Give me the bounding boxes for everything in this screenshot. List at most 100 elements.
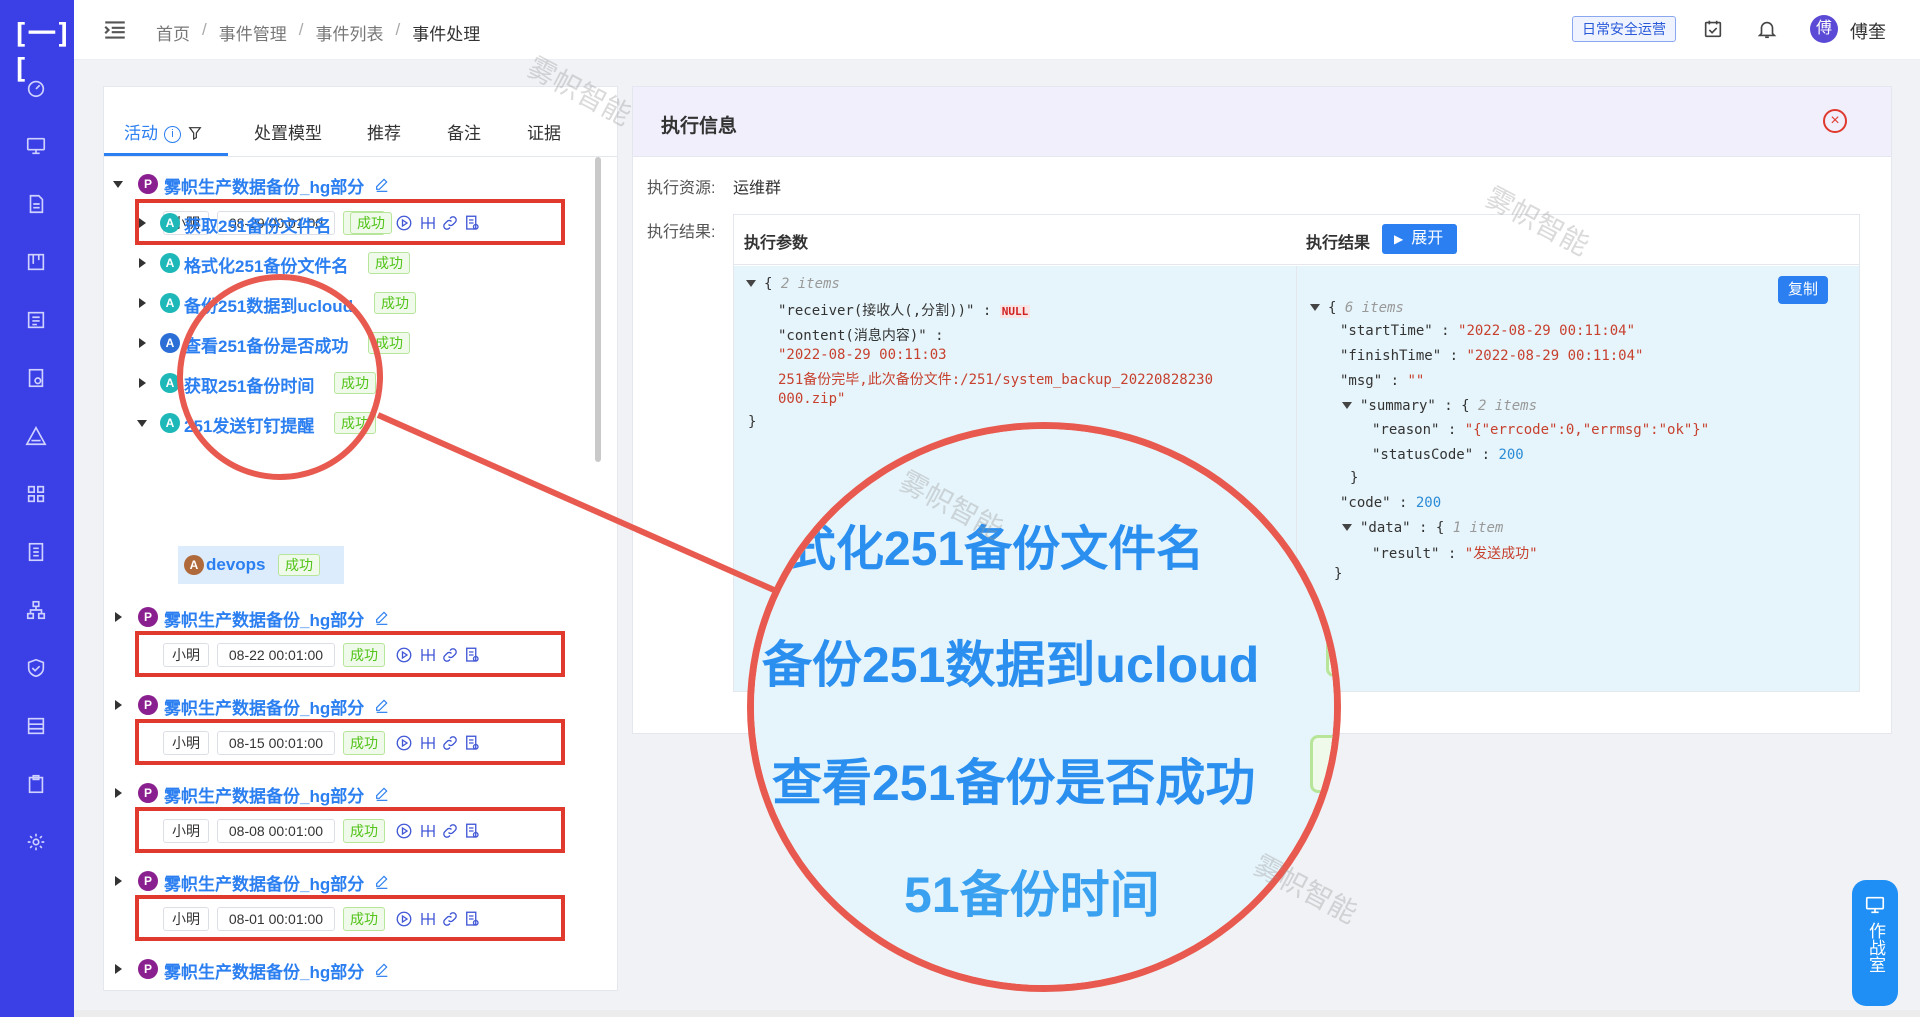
shield-icon[interactable] <box>22 654 50 682</box>
expand-caret-icon[interactable] <box>115 788 122 798</box>
execution-record[interactable]: 小明 08-15 00:01:00 成功 <box>135 719 565 765</box>
execution-record[interactable]: 小明 08-08 00:01:00 成功 <box>135 807 565 853</box>
alert-icon[interactable] <box>22 422 50 450</box>
filter-icon[interactable] <box>187 125 203 146</box>
report-icon[interactable] <box>22 364 50 392</box>
war-room-button[interactable]: 作战室 <box>1852 880 1898 1006</box>
edit-icon[interactable] <box>374 873 390 889</box>
action-label[interactable]: 格式化251备份文件名 <box>184 257 349 276</box>
flow-icon[interactable] <box>419 214 437 232</box>
scrollbar-thumb[interactable] <box>595 157 601 462</box>
json-collapse-icon[interactable] <box>1342 402 1352 409</box>
expand-caret-icon[interactable] <box>115 700 122 710</box>
avatar[interactable]: 傅 <box>1810 15 1838 43</box>
dashboard-icon[interactable] <box>22 74 50 102</box>
link-icon[interactable] <box>441 214 459 232</box>
play-icon[interactable] <box>395 734 413 752</box>
tab-notes[interactable]: 备注 <box>447 124 481 143</box>
edit-icon[interactable] <box>374 609 390 625</box>
expand-caret-icon[interactable] <box>139 338 146 348</box>
breadcrumb-home[interactable]: 首页 <box>156 25 190 44</box>
status-badge: 成功 <box>278 554 320 576</box>
expand-caret-icon[interactable] <box>139 298 146 308</box>
json-line: } <box>748 414 757 430</box>
link-icon[interactable] <box>441 822 459 840</box>
json-collapse-icon[interactable] <box>746 280 756 287</box>
playbook-label[interactable]: 雾帜生产数据备份_hg部分 <box>164 875 365 894</box>
username[interactable]: 傅奎 <box>1850 22 1886 42</box>
log-icon[interactable] <box>463 214 481 232</box>
expand-button[interactable]: ▶展开 <box>1382 224 1458 254</box>
flow-icon[interactable] <box>419 734 437 752</box>
org-icon[interactable] <box>22 596 50 624</box>
collapse-caret-icon[interactable] <box>113 181 123 188</box>
close-icon[interactable]: × <box>1823 109 1847 133</box>
edit-icon[interactable] <box>374 697 390 713</box>
breadcrumb-event-management[interactable]: 事件管理 <box>218 25 287 44</box>
board-icon[interactable] <box>22 248 50 276</box>
json-collapse-icon[interactable] <box>1342 524 1352 531</box>
log-icon[interactable] <box>463 822 481 840</box>
devops-node[interactable]: A devops 成功 <box>178 546 344 584</box>
copy-button[interactable]: 复制 <box>1778 276 1829 304</box>
list-icon[interactable] <box>22 306 50 334</box>
expand-caret-icon[interactable] <box>115 876 122 886</box>
edit-icon[interactable] <box>374 785 390 801</box>
executor-pill: 小明 <box>163 731 209 755</box>
file-icon[interactable] <box>22 538 50 566</box>
link-icon[interactable] <box>441 910 459 928</box>
expand-caret-icon[interactable] <box>139 258 146 268</box>
magnifier-tag-edge <box>1310 735 1334 793</box>
flow-icon[interactable] <box>419 646 437 664</box>
grid-icon[interactable] <box>22 480 50 508</box>
tab-recommend[interactable]: 推荐 <box>367 124 401 143</box>
log-icon[interactable] <box>463 734 481 752</box>
tab-evidence[interactable]: 证据 <box>527 124 561 143</box>
execution-record[interactable]: 小明 08-22 00:01:00 成功 <box>135 631 565 677</box>
breadcrumb-event-list[interactable]: 事件列表 <box>315 25 384 44</box>
link-icon[interactable] <box>441 646 459 664</box>
json-line: "2022-08-29 00:11:03 <box>778 347 947 363</box>
play-icon[interactable] <box>395 646 413 664</box>
expand-caret-icon[interactable] <box>115 612 122 622</box>
expand-caret-icon[interactable] <box>139 378 146 388</box>
devops-label[interactable]: devops <box>206 555 266 574</box>
log-icon[interactable] <box>463 910 481 928</box>
info-icon[interactable]: i <box>164 126 181 143</box>
settings-icon[interactable] <box>22 828 50 856</box>
play-icon[interactable] <box>395 822 413 840</box>
playbook-label[interactable]: 雾帜生产数据备份_hg部分 <box>164 787 365 806</box>
horizontal-scrollbar[interactable] <box>74 1010 1920 1017</box>
document-icon[interactable] <box>22 190 50 218</box>
action-badge: A <box>160 253 180 273</box>
playbook-label[interactable]: 雾帜生产数据备份_hg部分 <box>164 611 365 630</box>
app-logo[interactable]: [一][ <box>12 17 72 85</box>
playbook-label[interactable]: 雾帜生产数据备份_hg部分 <box>164 699 365 718</box>
table-icon[interactable] <box>22 712 50 740</box>
playbook-label[interactable]: 雾帜生产数据备份_hg部分 <box>164 963 365 982</box>
flow-icon[interactable] <box>419 910 437 928</box>
monitor-icon[interactable] <box>22 132 50 160</box>
tab-disposal-model[interactable]: 处置模型 <box>254 124 322 143</box>
edit-icon[interactable] <box>374 176 390 192</box>
expand-caret-icon[interactable] <box>139 218 146 228</box>
bell-icon[interactable] <box>1756 18 1780 42</box>
link-icon[interactable] <box>441 734 459 752</box>
expand-caret-icon[interactable] <box>115 964 122 974</box>
play-icon[interactable] <box>395 910 413 928</box>
collapse-caret-icon[interactable] <box>137 420 147 427</box>
log-icon[interactable] <box>463 646 481 664</box>
flow-icon[interactable] <box>419 822 437 840</box>
play-icon[interactable] <box>395 214 413 232</box>
playbook-label[interactable]: 雾帜生产数据备份_hg部分 <box>164 178 365 197</box>
clipboard-icon[interactable] <box>22 770 50 798</box>
edit-icon[interactable] <box>374 961 390 977</box>
menu-toggle-icon[interactable] <box>102 17 128 47</box>
execution-record[interactable]: 小明 08-01 00:01:00 成功 <box>135 895 565 941</box>
json-collapse-icon[interactable] <box>1310 304 1320 311</box>
magnifier-focus-circle <box>177 274 383 480</box>
task-check-icon[interactable] <box>1702 18 1726 42</box>
role-badge[interactable]: 日常安全运营 <box>1572 16 1676 42</box>
action-label[interactable]: 获取251备份文件名 <box>184 217 332 236</box>
